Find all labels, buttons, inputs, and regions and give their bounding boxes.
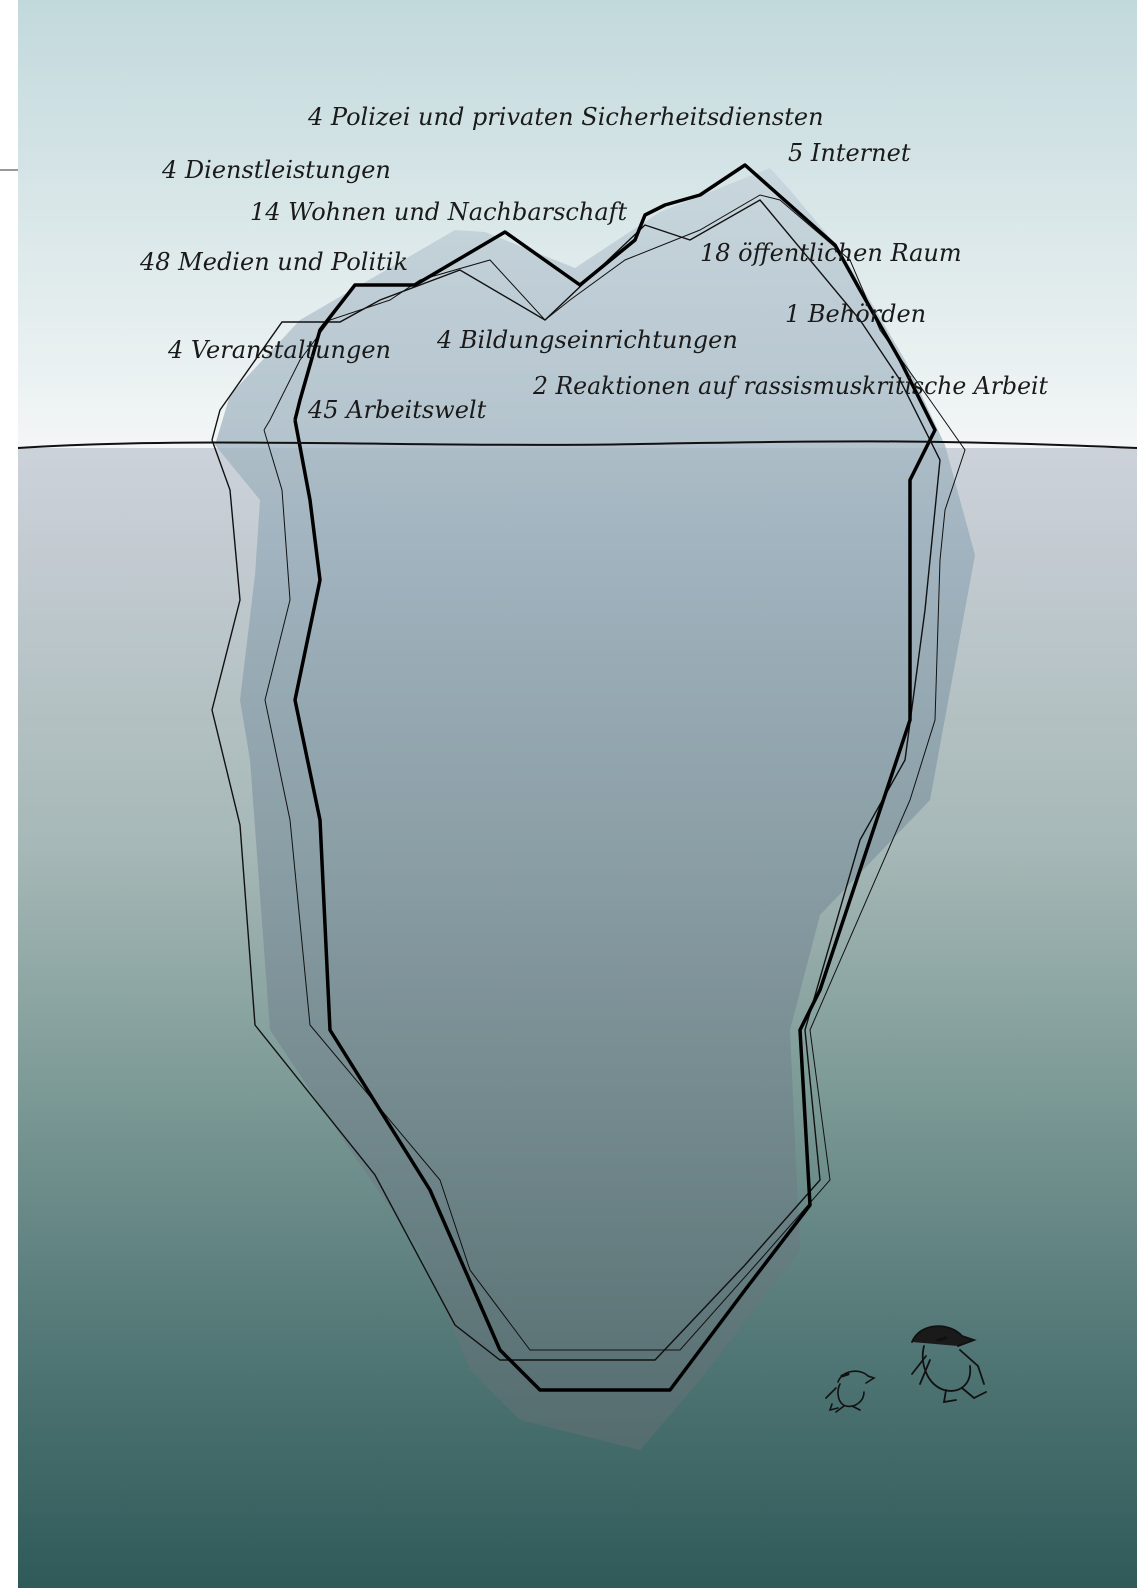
label-wohnen: 14 Wohnen und Nachbarschaft	[250, 198, 628, 226]
label-oeffentlicher-raum: 18 öffentlichen Raum	[700, 239, 962, 267]
label-bildung: 4 Bildungseinrichtungen	[436, 326, 738, 354]
label-dienstleistungen: 4 Dienstleistungen	[161, 156, 391, 184]
label-reaktionen: 2 Reaktionen auf rassismuskritische Arbe…	[532, 372, 1048, 400]
label-behoerden: 1 Behörden	[785, 300, 926, 328]
label-veranstaltungen: 4 Veranstaltungen	[167, 336, 391, 364]
label-polizei: 4 Polizei und privaten Sicherheitsdienst…	[307, 103, 824, 131]
label-arbeitswelt: 45 Arbeitswelt	[307, 396, 487, 424]
label-medien: 48 Medien und Politik	[139, 248, 408, 276]
label-internet: 5 Internet	[788, 139, 911, 167]
